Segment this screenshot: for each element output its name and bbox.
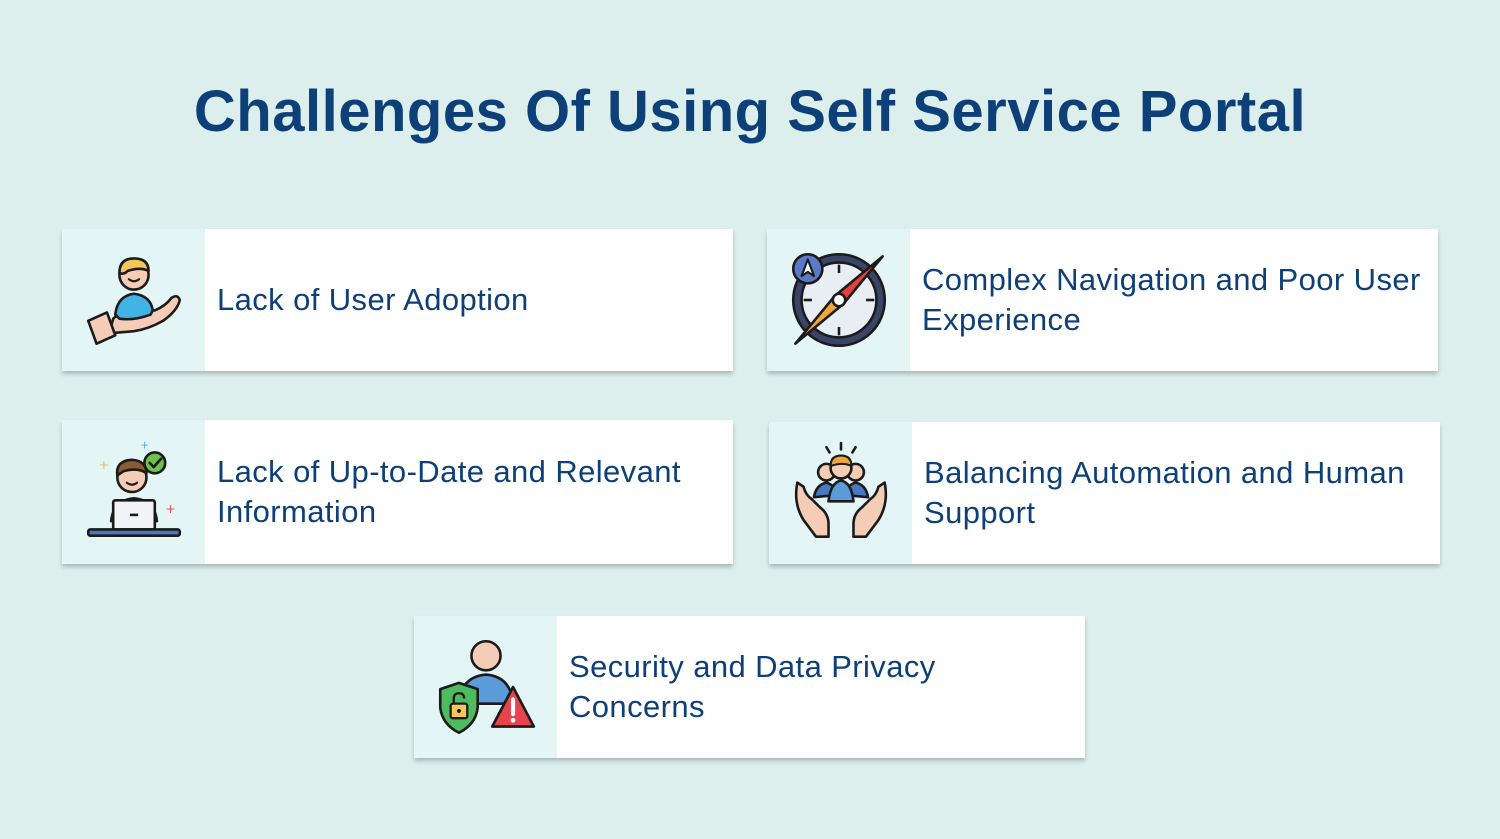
team-in-hands-icon xyxy=(794,441,887,538)
challenge-card-user-adoption: Lack of User Adoption xyxy=(62,229,733,371)
page-title: Challenges Of Using Self Service Portal xyxy=(193,79,1307,144)
icon-panel: + + + xyxy=(62,420,205,564)
user-in-hand-icon xyxy=(86,257,181,345)
person-at-laptop-icon: + + + xyxy=(86,440,181,537)
challenge-card-navigation: Complex Navigation and Poor User Experie… xyxy=(767,229,1438,371)
icon-panel xyxy=(769,422,912,564)
card-label: Balancing Automation and Human Support xyxy=(924,455,1405,530)
challenge-card-information: + + + Lack of Up-to-Date and Relevant In… xyxy=(62,420,733,564)
icon-panel xyxy=(62,229,205,371)
icon-panel xyxy=(414,616,557,758)
svg-text:+: + xyxy=(98,457,108,472)
compass-icon xyxy=(791,252,886,348)
card-label: Lack of User Adoption xyxy=(217,282,529,317)
card-label: Lack of Up-to-Date and Relevant Informat… xyxy=(217,454,681,529)
challenge-card-security: Security and Data Privacy Concerns xyxy=(414,616,1085,758)
svg-text:+: + xyxy=(165,501,175,516)
challenge-card-automation: Balancing Automation and Human Support xyxy=(769,422,1440,564)
card-label: Complex Navigation and Poor User Experie… xyxy=(922,262,1421,337)
icon-panel xyxy=(767,229,910,371)
svg-text:+: + xyxy=(140,440,149,451)
user-lock-warning-icon xyxy=(438,639,535,735)
card-label: Security and Data Privacy Concerns xyxy=(569,649,936,724)
